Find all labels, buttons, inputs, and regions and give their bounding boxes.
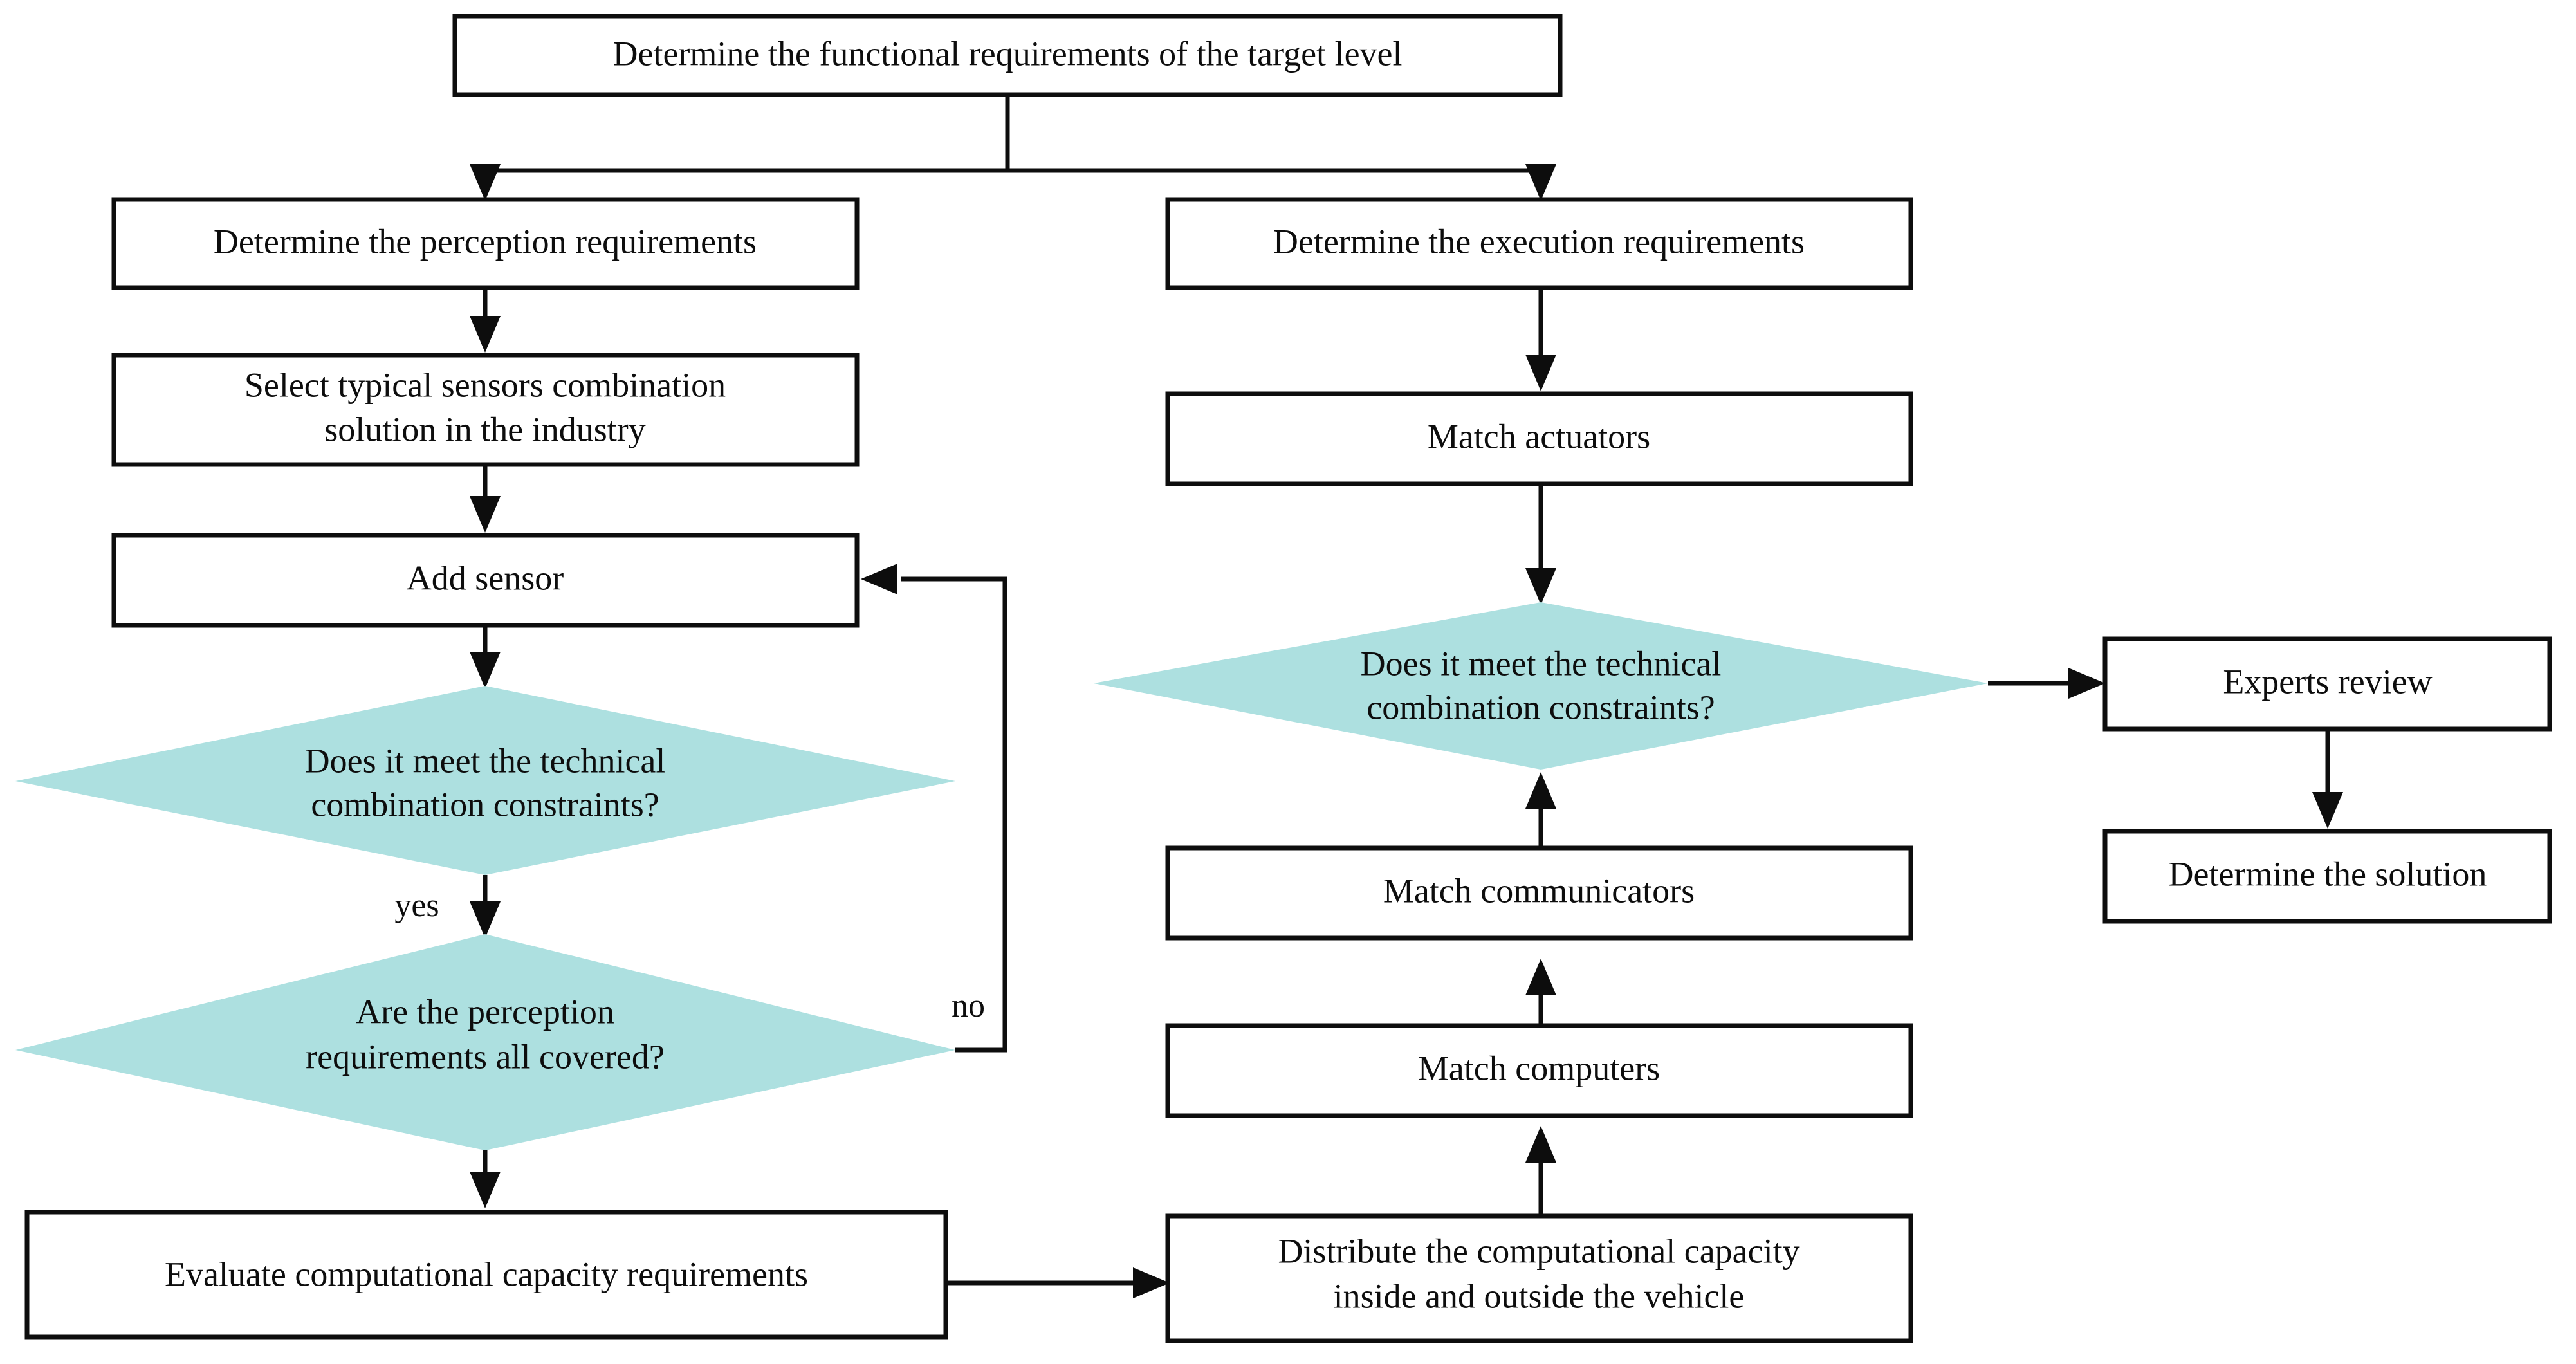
node-box-shape <box>24 1210 948 1340</box>
arrowhead-communicators-to-middledecision <box>1525 772 1556 809</box>
edge-labels-layer: yes no <box>394 887 985 1024</box>
edge-no-loop <box>901 576 1007 1053</box>
edges-layer <box>470 97 2343 1298</box>
node-label-line-2: combination constraints? <box>311 785 659 824</box>
node-diamond-shape <box>15 934 955 1150</box>
node-box-shape <box>2102 636 2552 732</box>
node-label-line-2: inside and outside the vehicle <box>1334 1276 1745 1315</box>
node-experts-review[interactable]: Experts review <box>2102 636 2552 732</box>
node-select-typical-sensors[interactable]: Select typical sensors combination solut… <box>111 353 860 467</box>
node-box-shape <box>1165 1213 1913 1343</box>
edge-label-no: no <box>952 988 985 1024</box>
node-box-shape <box>1165 1023 1913 1118</box>
arrowhead-coverage-to-evaluate <box>470 1172 501 1208</box>
node-label-line-2: requirements all covered? <box>306 1037 665 1076</box>
arrowhead-no-loop <box>861 564 897 594</box>
node-label-line-1: Are the perception <box>356 992 614 1031</box>
arrowhead-evaluate-to-distribute <box>1133 1267 1170 1298</box>
node-box-shape <box>1165 197 1913 290</box>
node-middle-technical-constraints[interactable]: Does it meet the technical combination c… <box>1094 602 1988 770</box>
node-match-computers[interactable]: Match computers <box>1165 1023 1913 1118</box>
arrowhead-experts-to-solution <box>2312 792 2343 829</box>
node-match-communicators[interactable]: Match communicators <box>1165 845 1913 941</box>
node-perception-requirements-covered[interactable]: Are the perception requirements all cove… <box>15 934 955 1150</box>
arrowhead-middledecision-to-experts <box>2068 668 2105 699</box>
node-determine-functional-requirements[interactable]: Determine the functional requirements of… <box>452 14 1563 97</box>
node-label-line-1: Distribute the computational capacity <box>1278 1231 1799 1270</box>
node-match-actuators[interactable]: Match actuators <box>1165 391 1913 486</box>
node-evaluate-computational-capacity[interactable]: Evaluate computational capacity requirem… <box>24 1210 948 1340</box>
edge-label-yes: yes <box>394 887 439 924</box>
arrowhead-bus-to-execution <box>1525 164 1556 201</box>
node-label-line-1: Determine the functional requirements of… <box>612 34 1402 73</box>
node-left-technical-constraints[interactable]: Does it meet the technical combination c… <box>15 686 955 875</box>
node-label-line-1: Match communicators <box>1383 871 1695 910</box>
arrowhead-perception-to-select <box>470 316 501 353</box>
arrowhead-actuators-to-middledecision <box>1525 568 1556 605</box>
node-label-line-1: Match computers <box>1418 1049 1660 1087</box>
node-label-line-1: Determine the solution <box>2169 854 2487 893</box>
arrowhead-execution-to-actuators <box>1525 355 1556 391</box>
node-label-line-1: Determine the execution requirements <box>1273 222 1805 261</box>
node-box-shape <box>1165 391 1913 486</box>
node-label-line-1: Select typical sensors combination <box>244 365 726 404</box>
node-box-shape <box>111 533 860 628</box>
arrowhead-leftdecision-to-coverage <box>470 901 501 938</box>
node-determine-execution-requirements[interactable]: Determine the execution requirements <box>1165 197 1913 290</box>
node-label-line-1: Match actuators <box>1428 417 1650 456</box>
node-label-line-1: Determine the perception requirements <box>214 222 757 261</box>
node-determine-perception-requirements[interactable]: Determine the perception requirements <box>111 197 860 290</box>
node-box-shape <box>111 197 860 290</box>
node-label-line-2: combination constraints? <box>1366 688 1715 726</box>
arrowhead-computers-to-communicators <box>1525 959 1556 995</box>
node-box-shape <box>452 14 1563 97</box>
arrowhead-addsensor-to-leftdecision <box>470 652 501 688</box>
node-label-line-1: Add sensor <box>407 558 564 597</box>
node-distribute-computational-capacity[interactable]: Distribute the computational capacity in… <box>1165 1213 1913 1343</box>
node-label-line-1: Evaluate computational capacity requirem… <box>165 1255 808 1293</box>
node-diamond-shape <box>1094 602 1988 770</box>
arrowhead-distribute-to-computers <box>1525 1126 1556 1163</box>
arrowhead-bus-to-perception <box>470 164 501 201</box>
arrowhead-select-to-addsensor <box>470 496 501 533</box>
node-label-line-2: solution in the industry <box>324 410 646 448</box>
node-determine-solution[interactable]: Determine the solution <box>2102 829 2552 924</box>
node-add-sensor[interactable]: Add sensor <box>111 533 860 628</box>
node-box-shape <box>2102 829 2552 924</box>
node-box-shape <box>111 353 860 467</box>
node-label-line-1: Experts review <box>2223 662 2432 701</box>
node-diamond-shape <box>15 686 955 875</box>
node-box-shape <box>1165 845 1913 941</box>
node-label-line-1: Does it meet the technical <box>305 741 666 780</box>
node-label-line-1: Does it meet the technical <box>1361 644 1722 683</box>
